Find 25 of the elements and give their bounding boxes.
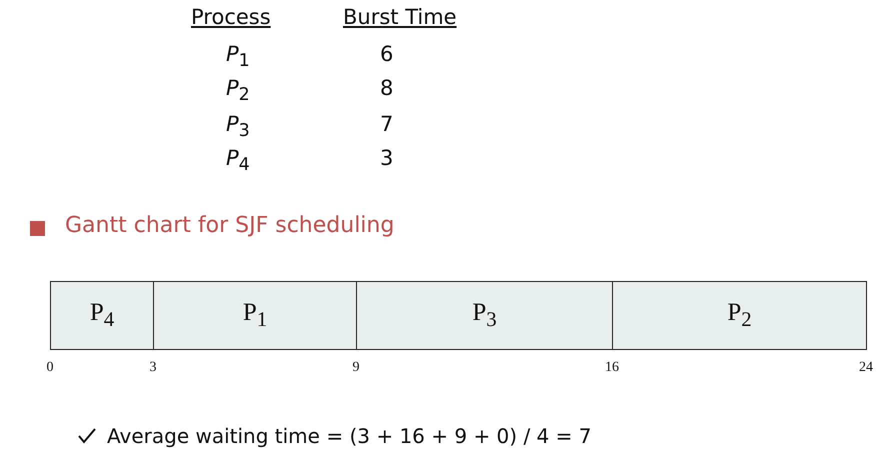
process-name: P$_{2}$ <box>226 76 250 106</box>
tick-label: 16 <box>605 360 619 376</box>
burst-time: 3 <box>380 146 394 170</box>
burst-time: 6 <box>380 42 394 66</box>
process-label: P$_{2}$ <box>727 299 752 332</box>
tick-label: 9 <box>352 360 360 376</box>
burst-time: 8 <box>380 76 394 100</box>
gantt-bar <box>50 281 154 350</box>
process-name: P$_{3}$ <box>226 112 250 142</box>
tick-label: 3 <box>150 360 156 376</box>
process-label: P$_{4}$ <box>90 299 114 332</box>
column-header: Process <box>191 5 271 29</box>
tick-label: 0 <box>46 360 54 376</box>
tick-label: 24 <box>859 360 873 376</box>
gantt-bar <box>612 281 867 350</box>
column-header: Burst Time <box>343 5 457 29</box>
gantt-bar <box>356 281 613 350</box>
section-title: Gantt chart for SJF scheduling <box>65 213 394 238</box>
process-name: P$_{4}$ <box>226 146 250 176</box>
burst-time: 7 <box>380 112 394 136</box>
gantt-bar <box>153 281 357 350</box>
formula-text: Average waiting time = (3 + 16 + 9 + 0) / 4 = 7 <box>107 424 592 448</box>
process-name: P$_{1}$ <box>226 42 250 72</box>
process-label: P$_{3}$ <box>472 299 497 332</box>
process-label: P$_{1}$ <box>242 299 268 332</box>
